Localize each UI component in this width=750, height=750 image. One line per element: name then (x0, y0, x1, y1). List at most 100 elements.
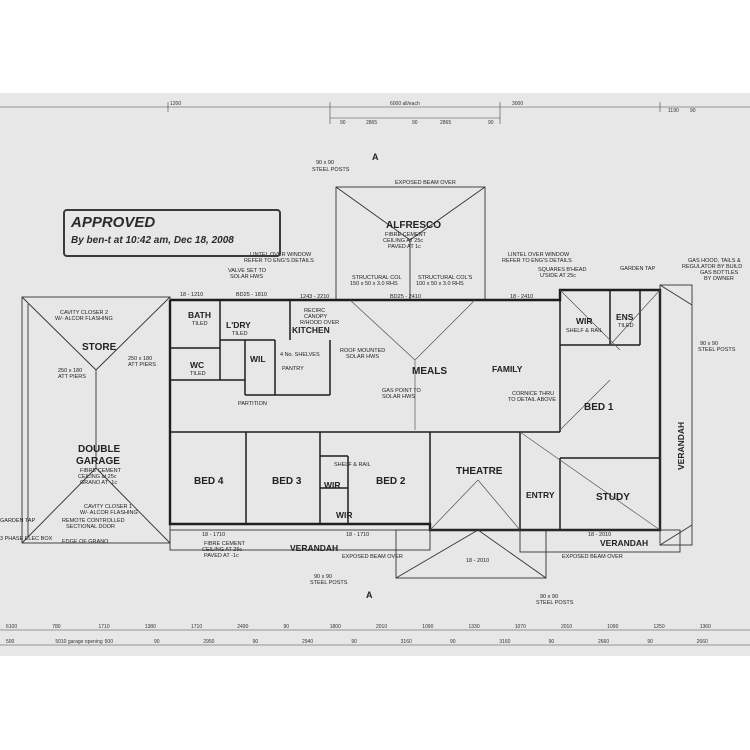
garden-tap-left: GARDEN TAP (0, 518, 36, 524)
valve-note-1: VALVE SET TO (228, 268, 267, 274)
window-label-front-4: 18 - 2010 (588, 532, 611, 538)
gas-point-1: GAS POINT TO (382, 388, 422, 394)
roof-solar-2: SOLAR HWS (346, 354, 379, 360)
steel-posts-side-2: STEEL POSTS (698, 347, 736, 353)
steel-posts-side-1: 90 x 90 (700, 341, 718, 347)
steel-posts-right-1: 90 x 90 (540, 594, 558, 600)
cornice-2: TO DETAIL ABOVE (508, 397, 556, 403)
alfresco-ceiling-2: CEILING AT 25c (383, 238, 423, 244)
bottom-dimension-label: 1380 (145, 624, 156, 630)
gas-point-2: SOLAR HWS (382, 394, 415, 400)
dim-top-5: 90 (690, 108, 696, 114)
cavity-closer-2b: W/- ALCOR FLASHING (55, 316, 113, 322)
bottom-dimension-label: 780 (52, 624, 61, 630)
phase-box: 3 PHASE ELEC BOX (0, 536, 53, 542)
bottom-dimension-label: 3160 (401, 639, 412, 645)
alfresco-ceiling-3: PAVED AT 1c (388, 244, 421, 250)
dim-top-sub-1: 90 (340, 120, 346, 126)
valve-note-2: SOLAR HWS (230, 274, 263, 280)
floor-plan: 1200 6000 all/each 3000 1190 90 90 2865 … (0, 101, 750, 646)
lintel-right-1: LINTEL OVER WINDOW (508, 252, 570, 258)
room-bed1: BED 1 (584, 402, 614, 413)
steel-posts-bottom-2: STEEL POSTS (310, 580, 348, 586)
front-ceiling-2: CEILING AT 25c (202, 547, 242, 553)
struct-col-2: 150 x 50 x 3.0 RHS (350, 281, 398, 287)
partition: PARTITION (238, 401, 267, 407)
room-bath-sub: TILED (192, 321, 208, 327)
front-ceiling-1: FIBRE CEMENT (204, 541, 246, 547)
room-wc: WC (190, 360, 204, 370)
bottom-dimension-label: 90 (549, 639, 555, 645)
dim-top-3: 3000 (512, 101, 523, 107)
remote-door-2: SECTIONAL DOOR (66, 524, 115, 530)
roof-solar-1: ROOF MOUNTED (340, 348, 385, 354)
internal-walls (170, 290, 660, 530)
lintel-right-2: REFER TO ENG'S DETAILS (502, 258, 572, 264)
att-piers-2b: ATT PIERS (128, 362, 156, 368)
struct-cols-2: 100 x 50 x 3.0 RHS (416, 281, 464, 287)
edge-grano: EDGE OF GRANO (62, 539, 109, 545)
bottom-dimension-label: 1090 (607, 624, 618, 630)
att-piers-1b: ATT PIERS (58, 374, 86, 380)
bottom-dimension-label: 90 (284, 624, 290, 630)
cavity-closer-1b: W/- ALCOR FLASHING (80, 510, 138, 516)
recirc-2: CANOPY (304, 314, 328, 320)
dim-top-sub-3: 90 (412, 120, 418, 126)
exposed-beam-right: EXPOSED BEAM OVER (562, 554, 623, 560)
room-ldry: L'DRY (226, 320, 251, 330)
bottom-dimension-label: 3160 (499, 639, 510, 645)
bottom-dimension-label: 1250 (654, 624, 665, 630)
att-piers-2: 250 x 180 (128, 356, 152, 362)
bottom-dimension-label: 2660 (598, 639, 609, 645)
room-bed3: BED 3 (272, 476, 302, 487)
room-entry: ENTRY (526, 490, 555, 500)
pantry: PANTRY (282, 366, 304, 372)
alfresco-outline (335, 186, 486, 301)
front-ceiling-3: PAVED AT -1c (204, 553, 239, 559)
garage-ceiling-2: CEILING at 25c (78, 474, 117, 480)
steel-posts-top: 90 x 90 (316, 160, 334, 166)
bottom-dimension-label: 1710 (191, 624, 202, 630)
bottom-dimension-label: 2490 (237, 624, 248, 630)
garden-tap-top: GARDEN TAP (620, 266, 656, 272)
bottom-dimension-label: 1070 (515, 624, 526, 630)
window-label-top-1: 18 - 1210 (180, 292, 203, 298)
bottom-dimension-label: 1710 (99, 624, 110, 630)
bottom-dimension-label: 2010 (376, 624, 387, 630)
room-meals: MEALS (412, 366, 447, 377)
bottom-dimension-label: 500 (105, 639, 114, 645)
garage-ceiling-3: GRANO AT -1c (80, 480, 117, 486)
window-label-bd-right: BD25 - 2410 (390, 294, 421, 300)
window-label-fw-top: 1243 - 2210 (300, 294, 329, 300)
room-ens-sub: TILED (618, 323, 634, 329)
lintel-left-2: REFER TO ENG'S DETAILS (244, 258, 314, 264)
room-wir-b: WIR (336, 510, 353, 520)
approval-stamp: APPROVED By ben-t at 10:42 am, Dec 18, 2… (63, 209, 281, 257)
bottom-dimension-label: 2660 (697, 639, 708, 645)
room-bed4: BED 4 (194, 476, 224, 487)
dim-top-2: 6000 all/each (390, 101, 420, 107)
lintel-left-1: LINTEL OVER WINDOW (250, 252, 312, 258)
stamp-title: APPROVED (71, 214, 156, 231)
room-double-garage-1: DOUBLE (78, 444, 121, 455)
gas-hood-4: BY OWNER (704, 276, 734, 282)
bottom-dimension-label: 5010 garage opening (55, 639, 102, 645)
exposed-beam-top: EXPOSED BEAM OVER (395, 180, 456, 186)
room-theatre: THEATRE (456, 466, 503, 477)
room-verandah-side: VERANDAH (676, 422, 686, 470)
window-label-top-2: 18 - 2410 (510, 294, 533, 300)
window-label-front-2: 18 - 1710 (346, 532, 369, 538)
top-dimension-lines (0, 102, 750, 124)
recirc-1: RECIRC (304, 308, 325, 314)
section-marker-a-top: A (372, 152, 379, 162)
struct-col-1: STRUCTURAL COL (352, 275, 402, 281)
dim-top-sub-4: 2865 (440, 120, 451, 126)
stamp-subtitle: By ben-t at 10:42 am, Dec 18, 2008 (71, 235, 234, 246)
exposed-beam-front: EXPOSED BEAM OVER (342, 554, 403, 560)
window-label-bd-left: BD25 - 1810 (236, 292, 267, 298)
bottom-dimension-label: 2010 (561, 624, 572, 630)
att-piers-1: 250 x 180 (58, 368, 82, 374)
bottom-dimension-label: 1330 (469, 624, 480, 630)
cavity-closer-2: CAVITY CLOSER 2 (60, 310, 108, 316)
